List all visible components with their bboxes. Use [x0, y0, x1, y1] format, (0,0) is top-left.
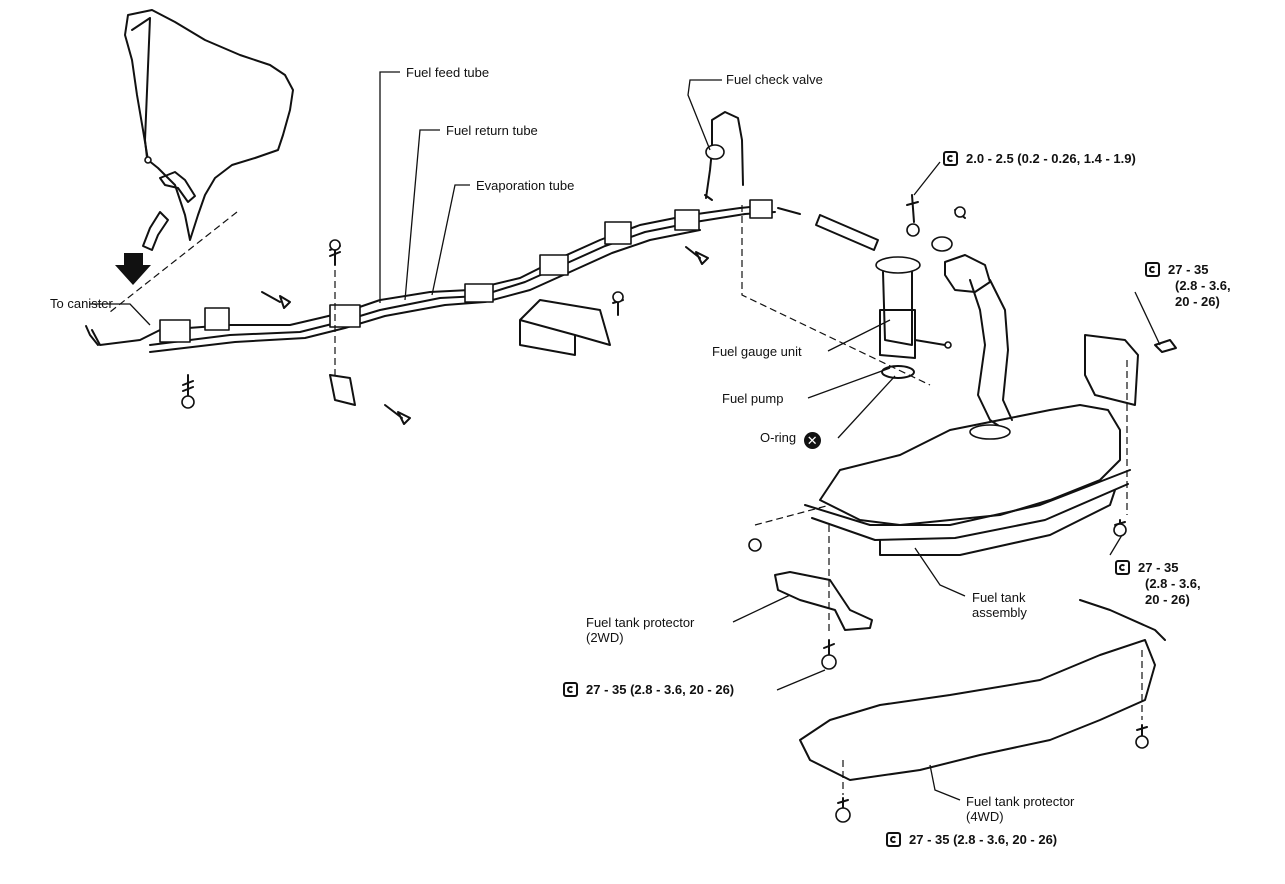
torque-spec-protector-2wd: 27 - 35 (2.8 - 3.6, 20 - 26) — [563, 682, 734, 698]
protector-4wd — [799, 599, 1166, 781]
protector-2wd-label: Fuel tank protector (2WD) — [586, 615, 694, 645]
protector-4wd-line1: Fuel tank protector — [966, 794, 1075, 809]
torque-wrench-icon — [886, 832, 901, 847]
torque-tank-line2: (2.8 - 3.6, — [1145, 576, 1201, 591]
fuel-tank — [804, 404, 1131, 556]
fuel-pump-label: Fuel pump — [722, 391, 784, 406]
to-canister-label: To canister — [50, 296, 113, 311]
canister — [124, 9, 294, 241]
fuel-check-valve-label: Fuel check valve — [726, 72, 823, 87]
o-ring-label: O-ring ✕ — [760, 430, 821, 449]
bolts — [181, 194, 1177, 823]
torque-wrench-icon — [943, 151, 958, 166]
torque-wrench-icon — [1115, 560, 1130, 575]
alignment-lines — [334, 205, 1143, 795]
protector-2wd-line1: Fuel tank protector — [586, 615, 695, 630]
torque-protector-2wd-text: 27 - 35 (2.8 - 3.6, 20 - 26) — [586, 682, 735, 697]
tube-clips — [159, 199, 773, 343]
fuel-return-tube-label: Fuel return tube — [446, 123, 538, 138]
fuel-check-valve — [704, 111, 744, 201]
torque-wrench-icon — [1145, 262, 1160, 277]
brackets — [329, 299, 1139, 406]
leader-lines — [90, 71, 1161, 801]
protector-2wd — [774, 571, 873, 631]
fuel-gauge-unit-label: Fuel gauge unit — [712, 344, 802, 359]
torque-bracket-line1: 27 - 35 — [1168, 262, 1209, 277]
filler-neck — [931, 236, 1013, 431]
o-ring-text: O-ring — [760, 430, 797, 445]
protector-4wd-line2: (4WD) — [966, 809, 1004, 824]
torque-tank-line3: 20 - 26) — [1145, 592, 1190, 607]
fuel-feed-tube-label: Fuel feed tube — [406, 65, 490, 80]
torque-spec-tank: 27 - 35 (2.8 - 3.6, 20 - 26) — [1115, 560, 1201, 608]
torque-spec-bracket: 27 - 35 (2.8 - 3.6, 20 - 26) — [1145, 262, 1231, 310]
torque-spec-protector-4wd: 27 - 35 (2.8 - 3.6, 20 - 26) — [886, 832, 1057, 848]
evaporation-tube-label: Evaporation tube — [476, 178, 575, 193]
fuel-tank-assembly-line1: Fuel tank — [972, 590, 1026, 605]
torque-spec-top: 2.0 - 2.5 (0.2 - 0.26, 1.4 - 1.9) — [943, 151, 1136, 167]
fuel-tank-assembly-label: Fuel tank assembly — [972, 590, 1027, 620]
torque-bracket-line2: (2.8 - 3.6, — [1175, 278, 1231, 293]
torque-wrench-icon — [563, 682, 578, 697]
torque-protector-4wd-text: 27 - 35 (2.8 - 3.6, 20 - 26) — [909, 832, 1058, 847]
canister-hose — [142, 171, 196, 251]
vent-hose — [815, 214, 879, 251]
torque-bracket-line3: 20 - 26) — [1175, 294, 1220, 309]
protector-2wd-line2: (2WD) — [586, 630, 624, 645]
to-canister-arrow — [115, 253, 151, 285]
fuel-gauge-unit — [875, 256, 952, 359]
o-ring — [881, 365, 915, 379]
protector-4wd-label: Fuel tank protector (4WD) — [966, 794, 1074, 824]
torque-tank-line1: 27 - 35 — [1138, 560, 1179, 575]
torque-top-text: 2.0 - 2.5 (0.2 - 0.26, 1.4 - 1.9) — [966, 151, 1136, 166]
do-not-reuse-x-icon: ✕ — [803, 432, 821, 449]
fuel-tank-assembly-line2: assembly — [972, 605, 1027, 620]
